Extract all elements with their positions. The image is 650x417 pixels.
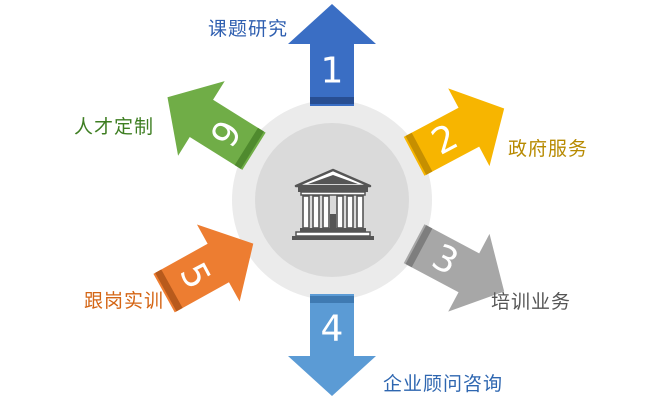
label-research: 课题研究 — [208, 18, 289, 40]
arrow-number: 4 — [321, 309, 344, 350]
arrow-training: 3 — [403, 224, 505, 312]
label-talent: 人才定制 — [74, 116, 155, 138]
arrow-number: 1 — [321, 51, 344, 92]
label-consulting: 企业顾问咨询 — [383, 373, 504, 395]
label-training: 培训业务 — [491, 291, 572, 313]
arrow-consulting: 4 — [288, 294, 376, 396]
arrow-collar — [405, 225, 433, 268]
arrow-body — [288, 294, 376, 396]
arrow-body — [167, 81, 266, 170]
arrow-government: 2 — [403, 88, 505, 176]
classical-building-icon — [292, 168, 374, 240]
arrow-collar — [405, 132, 433, 175]
arrow-collar — [310, 97, 354, 104]
arrow-collar — [310, 296, 354, 303]
arrow-body — [403, 224, 505, 312]
arrow-collar — [155, 269, 183, 312]
arrow-internship: 5 — [153, 224, 254, 313]
label-internship: 跟岗实训 — [84, 290, 165, 312]
arrow-body — [403, 88, 505, 176]
label-government: 政府服务 — [508, 138, 589, 160]
arrow-research: 1 — [288, 4, 376, 106]
arrow-body — [153, 224, 254, 313]
hub-inner-disc — [255, 123, 409, 277]
arrow-talent: 6 — [167, 81, 266, 170]
arrow-collar — [234, 127, 264, 169]
arrow-group: 1 2 3 4 5 6 — [153, 4, 505, 396]
arrow-body — [288, 4, 376, 106]
